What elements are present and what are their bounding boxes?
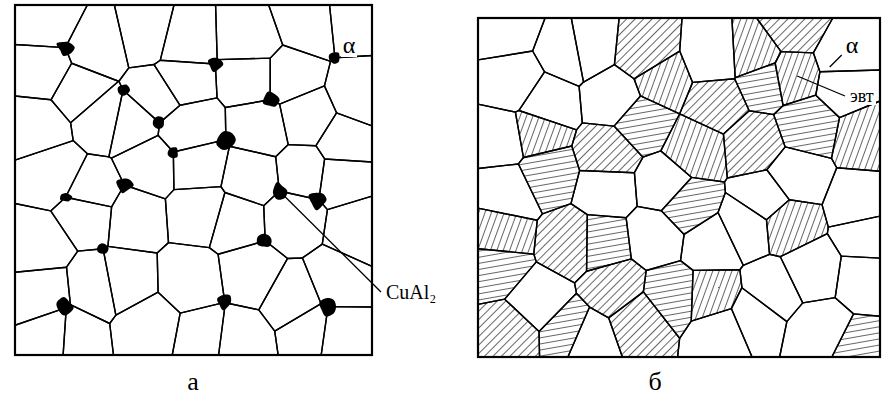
cual2-particle — [257, 234, 272, 247]
alpha-grain — [571, 18, 619, 82]
cual2-particle — [208, 58, 223, 72]
panel-frame — [15, 5, 372, 355]
panel-letter: а — [185, 369, 201, 395]
alpha-grain — [15, 267, 70, 325]
phase-label: α — [341, 33, 358, 57]
alpha-grain — [269, 5, 335, 61]
alpha-grain — [478, 51, 545, 112]
cual2-particle — [116, 178, 133, 193]
alpha-grain — [316, 113, 372, 162]
alpha-grain — [63, 305, 113, 355]
leader-line — [279, 191, 381, 292]
leader-line — [797, 76, 845, 96]
alpha-grain — [165, 187, 225, 248]
alpha-grain — [209, 192, 265, 254]
alpha-grain — [172, 302, 225, 355]
alpha-grain — [67, 249, 116, 324]
alpha-grain — [678, 309, 752, 357]
cual2-particle — [118, 85, 130, 96]
alpha-grain — [767, 147, 837, 205]
cual2-particle — [153, 116, 164, 129]
alpha-grain — [813, 18, 880, 72]
alpha-grain — [324, 55, 372, 125]
alpha-grain — [51, 63, 119, 123]
eutectic-region — [832, 314, 880, 357]
alpha-grain — [302, 244, 372, 307]
cual2-particle — [56, 42, 74, 56]
eutectic-region — [609, 292, 680, 357]
cual2-particle — [263, 91, 280, 106]
panel-letter: б — [646, 369, 663, 395]
alpha-grain — [259, 258, 321, 331]
alpha-grain — [478, 18, 545, 60]
alpha-grain — [280, 86, 337, 146]
alpha-grain — [330, 5, 372, 58]
eutectic-region — [661, 114, 728, 182]
alpha-grain — [158, 98, 226, 152]
alpha-grain — [160, 5, 217, 64]
cual2-particle — [216, 131, 236, 150]
alpha-grain — [275, 304, 328, 355]
cual2-particle — [97, 243, 109, 254]
cual2-particle — [319, 298, 336, 316]
eutectic-region — [832, 101, 880, 171]
cual2-particle — [217, 295, 231, 311]
alpha-grain — [835, 256, 880, 316]
alpha-grain — [681, 213, 744, 271]
eutectic-region — [534, 204, 588, 283]
alpha-grain — [219, 303, 279, 355]
leader-line — [830, 55, 842, 67]
alpha-grain — [780, 234, 841, 303]
alpha-grain — [225, 100, 288, 157]
eutectic-region — [757, 18, 833, 53]
alpha-grain — [718, 193, 769, 266]
alpha-grain — [108, 185, 169, 253]
panel-frame — [478, 18, 880, 357]
eutectic-region — [478, 208, 537, 254]
alpha-grain — [264, 191, 328, 258]
alpha-grain — [533, 18, 584, 86]
cual2-particle — [56, 297, 73, 316]
cual2-particle — [329, 52, 340, 63]
cual2-particle — [168, 147, 178, 158]
eutectic-region — [735, 63, 783, 115]
alpha-grain — [157, 243, 225, 313]
alpha-grain — [740, 254, 803, 321]
cual2-particle — [309, 193, 327, 211]
alpha-grain — [109, 90, 160, 158]
eutectic-region — [478, 299, 540, 357]
alpha-grain — [216, 5, 283, 60]
alpha-grain — [154, 60, 217, 105]
alpha-grain — [110, 292, 180, 355]
phase-label: α — [844, 33, 861, 57]
grain-structure — [15, 5, 372, 355]
alpha-grain — [221, 146, 279, 205]
alpha-grain — [827, 216, 880, 258]
alpha-grain — [65, 5, 128, 81]
alpha-grain — [51, 197, 112, 251]
cual2-particle — [60, 193, 72, 201]
grain-structure — [478, 18, 880, 357]
alpha-grain — [103, 246, 158, 315]
alpha-grain — [215, 58, 270, 107]
alpha-grain — [111, 135, 173, 199]
alpha-grain — [319, 159, 372, 210]
alpha-grain — [15, 308, 66, 355]
eutectic-region — [661, 177, 725, 234]
phase-label: CuAl₂ — [384, 282, 438, 302]
alpha-grain — [114, 5, 174, 68]
alpha-grain — [731, 288, 787, 357]
phase-label: эвт — [848, 87, 876, 105]
